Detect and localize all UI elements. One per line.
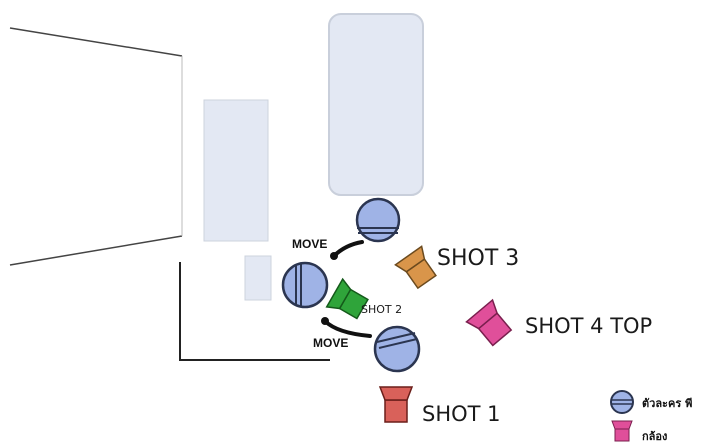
move-path-top: [332, 240, 364, 258]
actor-middle: [281, 261, 329, 309]
shot2-label: SHOT 2: [361, 303, 402, 316]
corner-wall: [179, 262, 330, 361]
camera-shot2-icon: [325, 277, 369, 320]
shot4-label: SHOT 4 TOP: [525, 314, 652, 338]
legend-actor-label: ตัวละคร พี: [642, 397, 692, 410]
actor-bottom: [373, 325, 421, 373]
legend: ตัวละคร พี กล้อง: [610, 390, 692, 443]
legend-camera-label: กล้อง: [642, 430, 667, 443]
move-label-bottom: MOVE: [313, 336, 348, 350]
move-path-bottom: [323, 319, 372, 338]
camera-shot3-icon: [394, 245, 437, 290]
camera-shot1-icon: [378, 386, 414, 423]
legend-camera-icon: [611, 420, 633, 442]
movement-paths: [321, 240, 372, 338]
camera-shot4-icon: [465, 298, 513, 347]
left-wall-bottom-line: [9, 235, 183, 266]
move-label-top: MOVE: [292, 237, 327, 251]
left-wall-top-line: [9, 27, 183, 57]
small-panel: [244, 255, 272, 301]
actor-top: [355, 197, 401, 243]
move-path-top-start-dot: [330, 252, 338, 260]
window-panel: [203, 99, 269, 242]
shot1-label: SHOT 1: [422, 402, 501, 426]
set-structure: [9, 13, 424, 361]
shot3-label: SHOT 3: [437, 246, 519, 271]
move-path-bottom-start-dot: [321, 317, 329, 325]
legend-actor-icon: [610, 390, 634, 414]
table-shape: [328, 13, 424, 196]
